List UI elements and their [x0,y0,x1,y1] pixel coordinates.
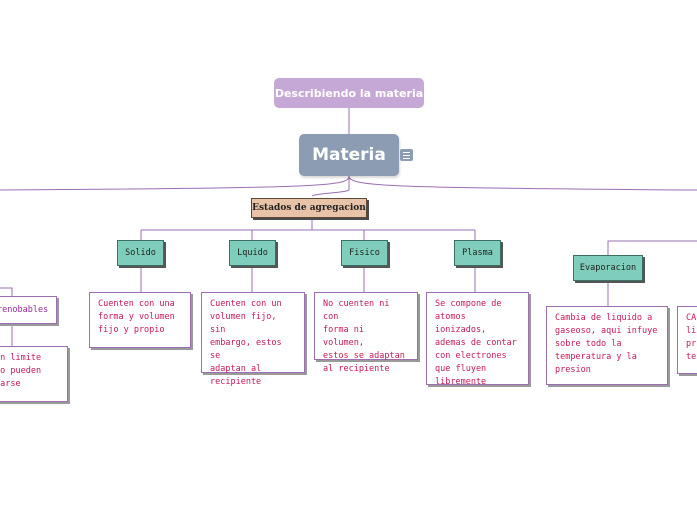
describiendo-la-materia-node[interactable]: Describiendo la materia [274,78,424,108]
fisico-node[interactable]: Fisico [341,240,388,266]
partial-right-description[interactable]: CA li pr te [677,306,697,374]
plasma-node[interactable]: Plasma [454,240,501,266]
central-topic-label: Materia [312,145,386,165]
solido-node[interactable]: Solido [117,240,164,266]
evaporacion-label: Evaporacion [579,263,637,273]
estados-de-agregacion-label: Estados de agregacion [252,203,366,213]
evaporacion-node[interactable]: Evaporacion [573,255,643,281]
renovables-node[interactable]: renobables [0,296,57,324]
solido-description[interactable]: Cuenten con una forma y volumen fijo y p… [89,292,191,348]
liquido-label: Lquido [237,248,268,258]
describiendo-la-materia-label: Describiendo la materia [274,86,424,100]
note-icon[interactable] [400,149,413,161]
fisico-description[interactable]: No cuenten ni con forma ni volumen, esto… [314,292,418,374]
plasma-label: Plasma [462,248,493,258]
plasma-description[interactable]: Se compone de atomos ionizados, ademas d… [426,292,529,387]
fisico-label: Fisico [349,248,380,258]
liquido-node[interactable]: Lquido [229,240,276,266]
solido-label: Solido [125,248,156,258]
estados-de-agregacion-node[interactable]: Estados de agregacion [251,198,367,218]
renovables-label: renobables [0,304,49,315]
partial-left-description[interactable]: un limite no pueden rarse [0,346,68,402]
evaporacion-description[interactable]: Cambia de liquido a gaseoso, aqui infuye… [546,306,668,385]
central-topic-materia[interactable]: Materia [299,134,399,176]
liquido-description[interactable]: Cuenten con un volumen fijo, sin embargo… [201,292,305,387]
